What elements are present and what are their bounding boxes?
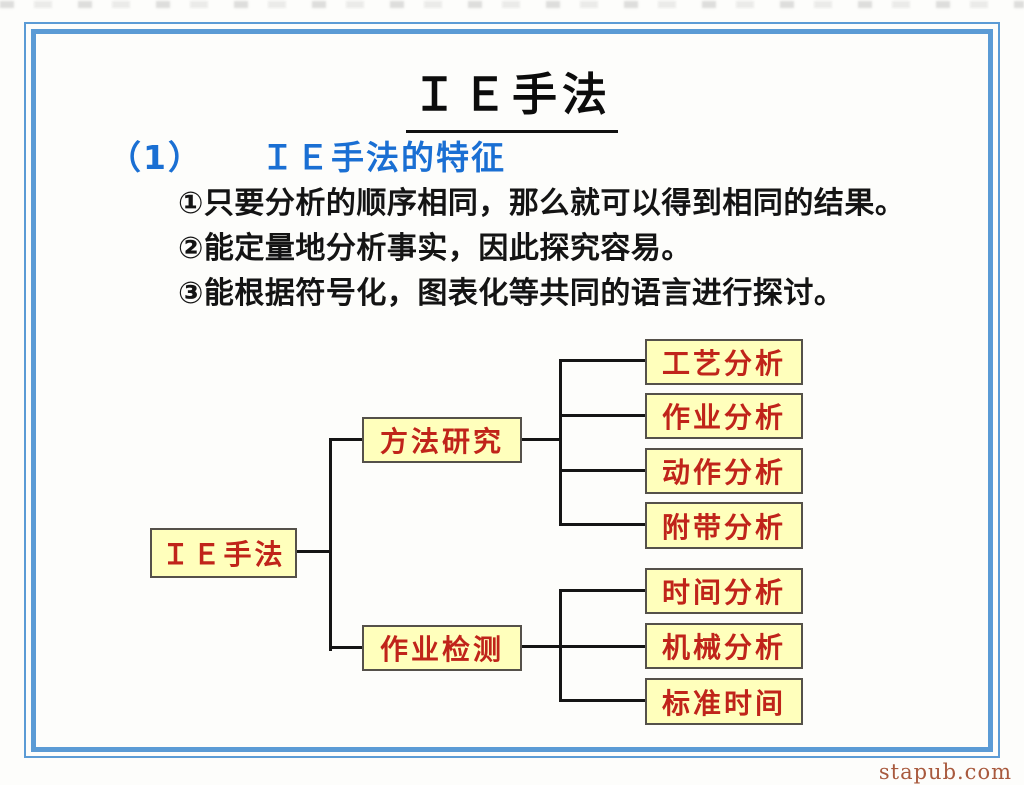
node-incidental-analysis: 附带分析 (645, 502, 803, 549)
node-operation-analysis: 作业分析 (645, 393, 803, 439)
slide-outer-border (24, 22, 1000, 758)
node-ie-methods: ＩＥ手法 (150, 528, 297, 578)
connector-line (296, 550, 331, 553)
slide-title: ＩＥ手法 (0, 58, 1024, 133)
bullet-item-2: ②能定量地分析事实，因此探究容易。 (178, 231, 692, 266)
connector-line (560, 589, 646, 592)
connector-line (330, 646, 363, 649)
node-method-study: 方法研究 (362, 417, 522, 463)
node-machine-analysis: 机械分析 (645, 623, 803, 669)
node-work-measurement: 作业检测 (362, 625, 522, 671)
section-number: （1） (108, 138, 203, 177)
node-time-analysis: 时间分析 (645, 568, 803, 614)
connector-line (560, 523, 646, 526)
node-process-analysis: 工艺分析 (645, 339, 803, 385)
connector-line (329, 438, 332, 651)
connector-line (330, 438, 363, 441)
connector-line (560, 469, 646, 472)
bullet-list: ①只要分析的顺序相同，那么就可以得到相同的结果。 ②能定量地分析事实，因此探究容… (178, 181, 905, 316)
node-motion-analysis: 动作分析 (645, 448, 803, 494)
connector-line (521, 438, 561, 441)
slide-title-text: ＩＥ手法 (405, 58, 618, 133)
node-standard-time: 标准时间 (645, 678, 803, 725)
connector-line (560, 699, 646, 702)
connector-line (521, 645, 646, 648)
section-heading-text: ＩＥ手法的特征 (260, 138, 506, 177)
connector-line (559, 589, 562, 702)
watermark: stapub.com (878, 760, 1012, 784)
bullet-item-1: ①只要分析的顺序相同，那么就可以得到相同的结果。 (178, 186, 906, 221)
slide-inner-border (31, 29, 993, 752)
section-heading: （1） ＩＥ手法的特征 (108, 131, 506, 179)
bullet-item-3: ③能根据符号化，图表化等共同的语言进行探讨。 (178, 276, 845, 311)
connector-line (560, 414, 646, 417)
connector-line (560, 359, 646, 362)
top-edge-artifact (0, 1, 1024, 8)
connector-line (559, 359, 562, 526)
